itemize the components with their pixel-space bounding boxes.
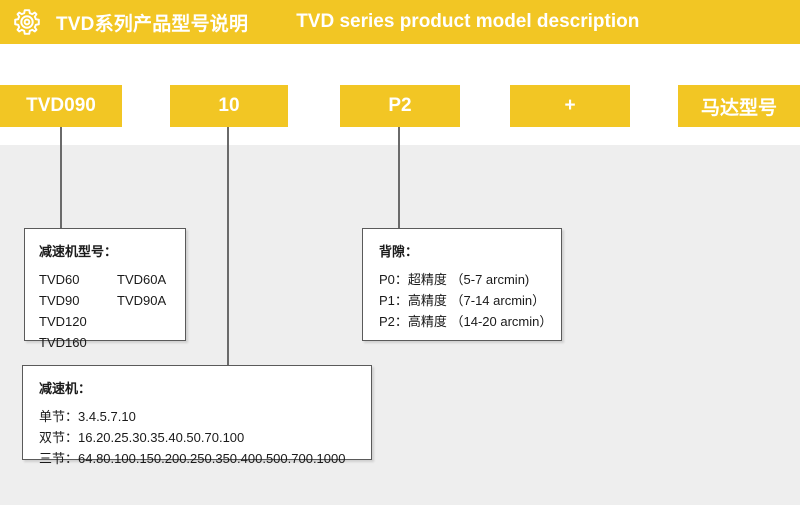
- code-segment-model[interactable]: TVD090: [0, 85, 122, 127]
- backlash-item: P0：超精度 （5-7 arcmin): [379, 272, 530, 287]
- panel-reducer-models: 减速机型号： TVD60 TVD60A TVD90 TVD90A TVD120 …: [24, 228, 186, 350]
- gear-icon: [12, 7, 42, 37]
- model-item: TVD60A: [117, 272, 167, 287]
- model-item: TVD90A: [117, 293, 167, 308]
- page-header: TVD系列产品型号说明 TVD series product model des…: [0, 0, 800, 44]
- model-item: [117, 332, 185, 353]
- connector-line-model: [60, 127, 62, 228]
- panel-reduction-ratios: 减速机： 单节：3.4.5.7.10 双节：16.20.25.30.35.40.…: [22, 365, 372, 466]
- ratio-item: 双节：16.20.25.30.35.40.50.70.100: [39, 430, 245, 445]
- code-segment-backlash[interactable]: P2: [340, 85, 460, 127]
- panel-backlash: 背隙： P0：超精度 （5-7 arcmin) P1：高精度 （7-14 arc…: [362, 228, 562, 341]
- connector-line-ratio: [227, 127, 229, 365]
- backlash-item: P1：高精度 （7-14 arcmin）: [379, 293, 546, 308]
- panel-models-title: 减速机型号：: [39, 244, 118, 259]
- backlash-item: P2：高精度 （14-20 arcmin）: [379, 314, 553, 329]
- panel-backlash-title: 背隙：: [379, 244, 419, 259]
- ratio-item: 单节：3.4.5.7.10: [39, 409, 136, 424]
- model-item: TVD120: [39, 314, 87, 329]
- header-title-chinese: TVD系列产品型号说明: [56, 13, 249, 35]
- code-segment-plus[interactable]: +: [510, 85, 630, 127]
- model-item: TVD160: [39, 335, 87, 350]
- ratio-item: 三节：64.80.100.150.200.250.350.400.500.700…: [39, 451, 346, 466]
- model-list: TVD60 TVD60A TVD90 TVD90A TVD120 TVD160: [39, 269, 185, 353]
- connector-line-backlash: [398, 127, 400, 228]
- code-segment-ratio[interactable]: 10: [170, 85, 288, 127]
- header-title-english: TVD series product model description: [296, 11, 640, 32]
- code-segment-motor-model[interactable]: 马达型号: [678, 85, 800, 127]
- model-item: TVD60: [39, 272, 80, 287]
- model-item: TVD90: [39, 293, 80, 308]
- model-item: [117, 311, 185, 332]
- panel-ratios-title: 减速机：: [39, 381, 92, 396]
